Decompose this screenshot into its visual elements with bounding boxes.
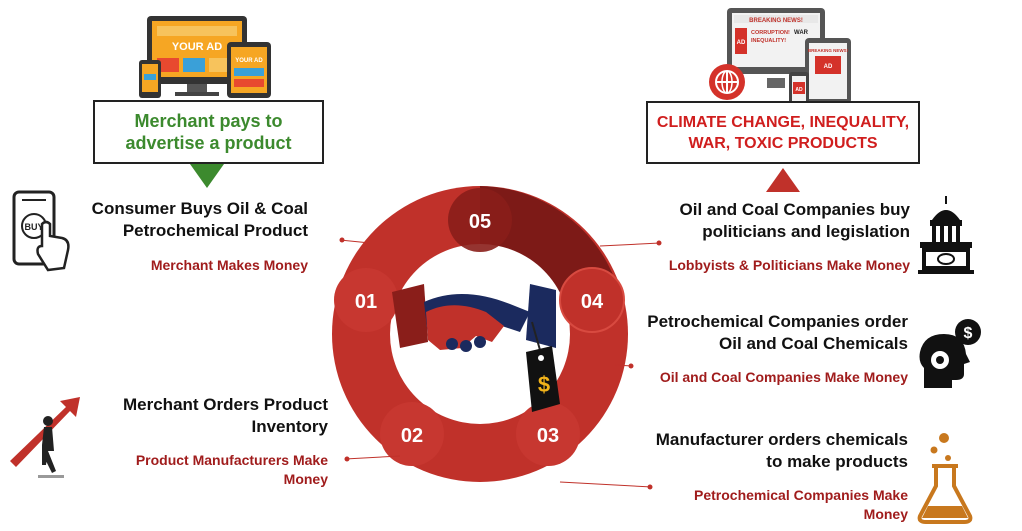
svg-text:AD: AD (737, 40, 746, 46)
price-tag-icon: $ (526, 321, 560, 412)
svg-text:03: 03 (537, 425, 559, 447)
svg-text:05: 05 (469, 211, 491, 233)
svg-text:BREAKING NEWS!: BREAKING NEWS! (808, 48, 849, 53)
ad-devices-illustration: YOUR AD YOUR AD (139, 16, 271, 98)
step-02-sub: Product Manufacturers Make Money (135, 452, 328, 487)
svg-text:BREAKING NEWS!: BREAKING NEWS! (749, 18, 803, 24)
svg-text:YOUR AD: YOUR AD (235, 58, 263, 64)
svg-text:CORRUPTION!: CORRUPTION! (751, 30, 790, 36)
connector-line-03 (559, 481, 653, 488)
svg-text:01: 01 (355, 291, 377, 313)
svg-text:WAR: WAR (794, 30, 809, 36)
growth-arrow-man-icon (10, 397, 80, 478)
handshake-icon (392, 284, 556, 352)
step-03-heading: Manufacturer orders chemicals to make pr… (655, 430, 908, 471)
ring-bubble-03: 03 (516, 402, 580, 466)
svg-text:$: $ (964, 325, 973, 342)
svg-text:AD: AD (824, 64, 833, 70)
news-devices-illustration: BREAKING NEWS! AD CORRUPTION! INEQUALITY… (709, 8, 851, 110)
svg-text:BUY: BUY (24, 222, 43, 232)
merchant-advertise-text: Merchant pays to advertise a product (125, 111, 292, 153)
consequences-box: CLIMATE CHANGE, INEQUALITY, WAR, TOXIC P… (646, 101, 920, 164)
cycle-ring: 05 04 01 02 03 $ (332, 186, 628, 482)
connector-line-05 (599, 242, 661, 247)
red-up-arrow-icon (766, 168, 800, 192)
ring-bubble-02: 02 (380, 402, 444, 466)
ad-text: YOUR AD (172, 41, 222, 53)
step-01-heading: Consumer Buys Oil & Coal Petrochemical P… (91, 199, 308, 240)
ring-bubble-01: 01 (334, 268, 398, 332)
step-05-heading: Oil and Coal Companies buy politicians a… (679, 200, 910, 241)
chemical-flask-icon (917, 433, 973, 524)
svg-text:02: 02 (401, 425, 423, 447)
step-03-sub: Petrochemical Companies Make Money (694, 487, 908, 522)
step-02-heading: Merchant Orders Product Inventory (123, 395, 328, 436)
step-05-sub: Lobbyists & Politicians Make Money (668, 257, 910, 273)
svg-text:$: $ (538, 372, 550, 397)
ring-bubble-04: 04 (559, 267, 625, 333)
connector-line-01 (339, 239, 371, 244)
buy-phone-icon: BUY (12, 190, 70, 272)
svg-text:AD: AD (795, 87, 803, 93)
svg-text:04: 04 (581, 291, 604, 313)
step-04-sub: Oil and Coal Companies Make Money (659, 369, 908, 385)
connector-line-02 (344, 455, 401, 460)
capitol-building-icon (918, 196, 974, 274)
head-gear-dollar-icon: $ (919, 319, 981, 388)
green-down-arrow-icon (190, 164, 224, 188)
merchant-advertise-box: Merchant pays to advertise a product (93, 100, 324, 164)
svg-text:INEQUALITY!: INEQUALITY! (751, 38, 786, 44)
consequences-text: CLIMATE CHANGE, INEQUALITY, WAR, TOXIC P… (656, 113, 910, 152)
ring-bubble-05: 05 (448, 188, 512, 252)
step-01-sub: Merchant Makes Money (150, 257, 308, 273)
step-04-heading: Petrochemical Companies order Oil and Co… (647, 312, 908, 353)
